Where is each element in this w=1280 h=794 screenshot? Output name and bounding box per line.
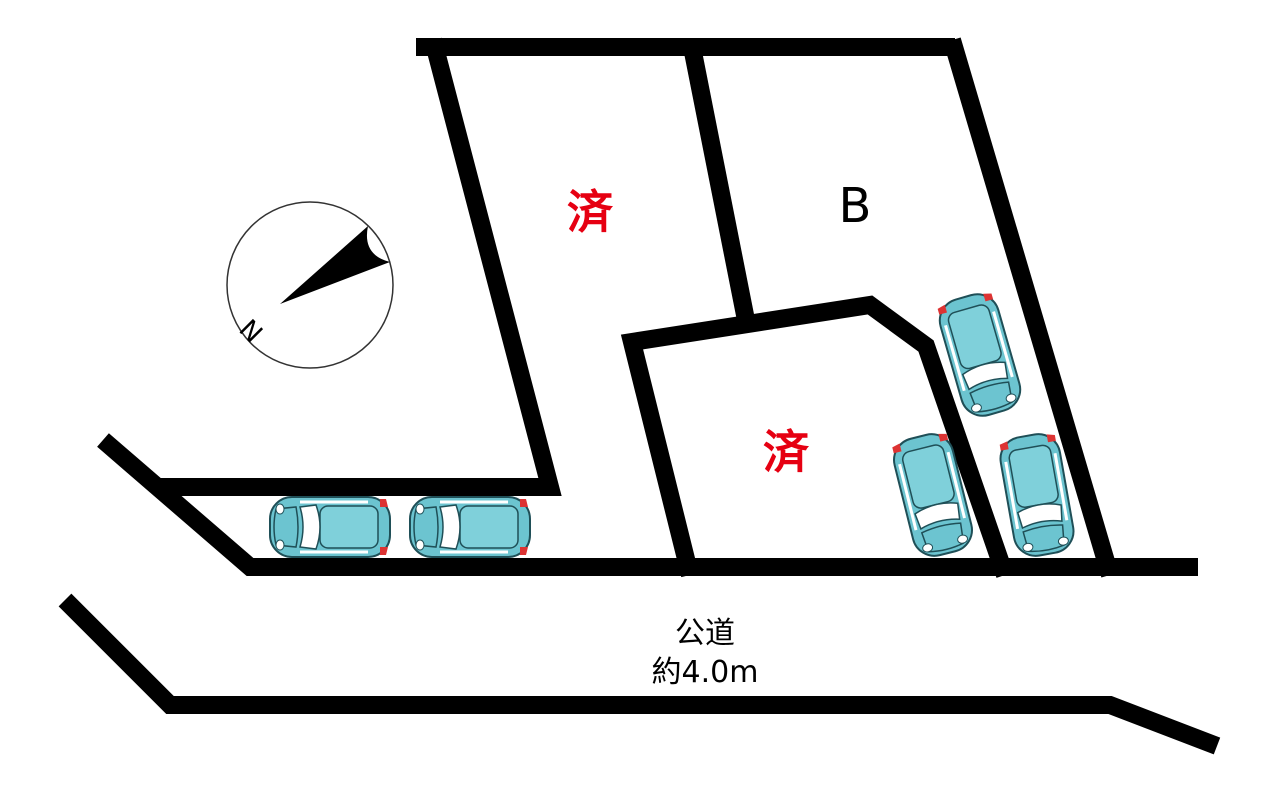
road-name: 公道 xyxy=(675,616,735,651)
compass: N xyxy=(226,201,394,369)
lot-divider xyxy=(683,45,755,322)
lot-middle-label: 済 xyxy=(763,425,810,479)
lot-b-right-edge xyxy=(943,37,1119,578)
compass-arrow-icon xyxy=(280,226,390,304)
road-width: 約4.0m xyxy=(652,655,759,690)
car-icon xyxy=(268,495,392,559)
driveway-edge xyxy=(97,433,1198,576)
road-far-edge xyxy=(58,593,1221,755)
lot-boundaries xyxy=(58,37,1221,755)
lot-b-label: B xyxy=(839,178,872,234)
left-lot-right-edge xyxy=(160,37,562,496)
middle-lot-boundary xyxy=(620,295,1014,578)
lot-left-label: 済 xyxy=(567,185,614,239)
car-icon xyxy=(408,495,532,559)
